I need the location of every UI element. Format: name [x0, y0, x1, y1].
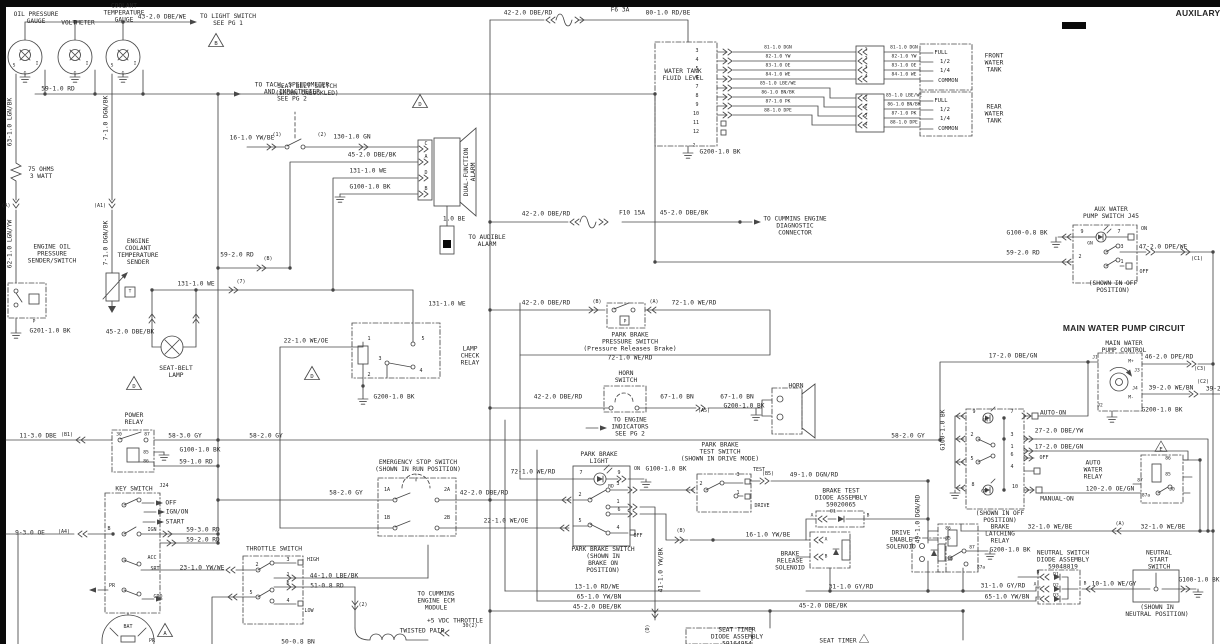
- engine-coolant-temperature-sender: [102, 73, 136, 313]
- neutral-switch-diode-assembly: [1037, 569, 1081, 605]
- top-border: [0, 0, 1220, 7]
- battery: [101, 614, 155, 644]
- brake-release-solenoid: [795, 531, 851, 592]
- park-brake-test-switch: [696, 473, 931, 541]
- throttle-switch: [211, 544, 450, 644]
- seat-belt-lamp: [148, 289, 200, 359]
- key-switch: [5, 492, 256, 644]
- aux-water-pump-switch: [1050, 224, 1216, 284]
- water-tank-fluid-level: [654, 41, 857, 159]
- rear-water-tank-connector: [855, 91, 973, 137]
- park-brake-pressure-switch: [487, 302, 771, 356]
- park-brake-light-switch: [519, 464, 811, 621]
- power-relay: [5, 429, 221, 473]
- main-water-pump-switch: [949, 406, 1043, 510]
- ink-mark: [1062, 22, 1086, 29]
- front-water-tank-connector: [855, 43, 973, 91]
- main-water-pump-control: [1097, 352, 1220, 423]
- brake-test-diode-assembly: [805, 510, 929, 541]
- emergency-stop-switch: [215, 473, 572, 537]
- seat-belt-switch: [246, 111, 419, 151]
- left-border: [0, 0, 6, 644]
- brake-latching-relay: [927, 523, 996, 592]
- dual-function-alarm: [289, 127, 477, 291]
- gauges: [7, 18, 198, 95]
- seat-timer-diode-assembly: [685, 627, 753, 644]
- auto-water-relay: [1037, 454, 1203, 532]
- drive-enable-solenoid: [911, 537, 947, 592]
- engine-oil-pressure-sender: [7, 73, 47, 339]
- horn-switch: [487, 385, 759, 432]
- horn: [750, 383, 816, 439]
- neutral-start-switch: [1081, 569, 1204, 603]
- lamp-check-relay: [279, 289, 441, 529]
